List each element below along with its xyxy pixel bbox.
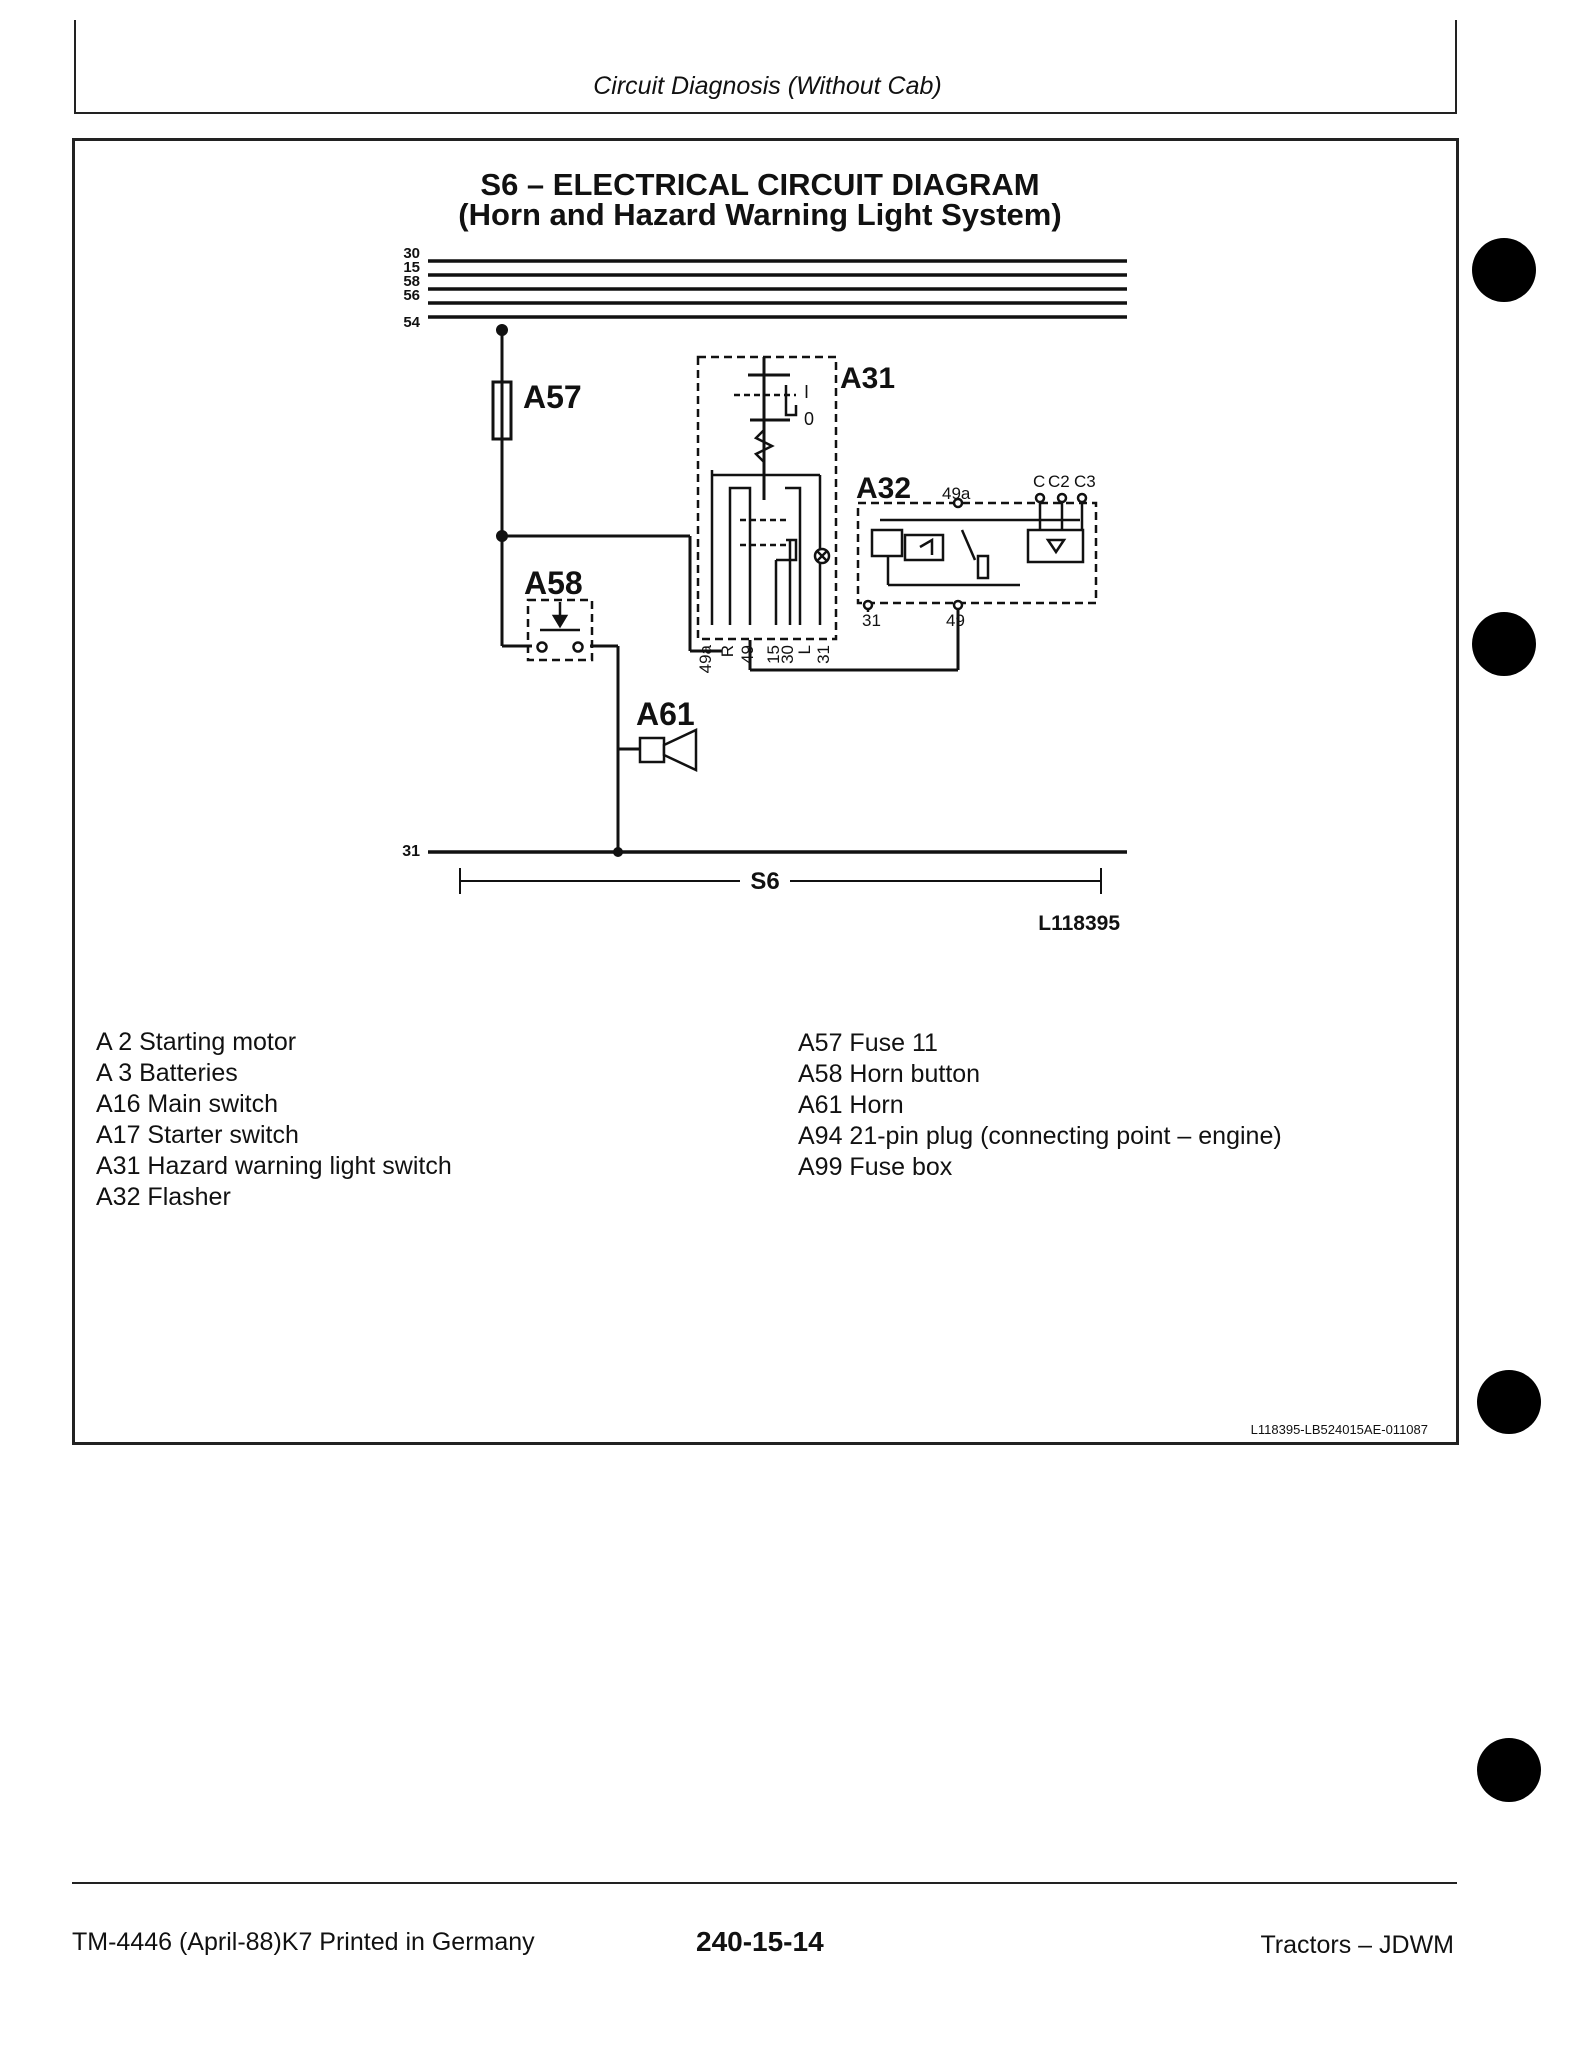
a32-terminal-31: 31 [862,611,881,630]
footer-publication: TM-4446 (April-88)K7 Printed in Germany [72,1928,535,1956]
legend-item: A94 21-pin plug (connecting point – engi… [798,1122,1282,1150]
label-a32: A32 [856,472,911,505]
header-box: Circuit Diagnosis (Without Cab) [74,20,1457,114]
punch-hole [1477,1370,1541,1434]
a31-a32-wiring [748,600,960,672]
legend-item: A61 Horn [798,1091,904,1119]
legend-item: A17 Starter switch [96,1121,299,1149]
page-header-title: Circuit Diagnosis (Without Cab) [593,72,942,100]
ground-bus [428,847,1127,857]
s6-label: S6 [750,868,779,895]
diagram-frame [72,138,1459,1445]
legend-item: A31 Hazard warning light switch [96,1152,452,1180]
legend-item: A16 Main switch [96,1090,279,1118]
diagram-title-line2: (Horn and Hazard Warning Light System) [458,197,1062,232]
a32-terminal-c3: C3 [1074,472,1096,491]
legend-item: A99 Fuse box [798,1153,953,1181]
label-a61: A61 [636,696,695,732]
a32-terminal-c2: C2 [1048,472,1070,491]
diagram-title-line1: S6 – ELECTRICAL CIRCUIT DIAGRAM [480,167,1040,202]
bus-bars [428,259,1127,319]
s6-dimension [459,868,1102,894]
a31-pos-on: I [804,382,809,402]
legend-item: A 3 Batteries [96,1059,238,1087]
label-a58: A58 [524,565,583,601]
legend-left: A 2 Starting motor A 3 Batteries A16 Mai… [96,1027,452,1213]
figure-id: L118395 [1038,912,1120,935]
label-a31: A31 [840,362,895,395]
punch-hole [1472,238,1536,302]
label-a57: A57 [523,379,582,415]
footer-rule [72,1882,1457,1884]
document-id: L118395-LB524015AE-011087 [1250,1422,1428,1437]
bus-label-56: 56 [403,287,420,304]
bus-label-58: 58 [403,273,420,290]
a32-terminal-c: C [1033,472,1045,491]
a31-pos-off: 0 [804,409,814,429]
fuse-branch [491,324,722,653]
legend-item: A 2 Starting motor [96,1028,297,1056]
legend-item: A58 Horn button [798,1060,981,1088]
footer-product: Tractors – JDWM [1260,1931,1454,1959]
horn-a61-symbol [638,728,698,772]
a31-terminal-49: 49 [738,645,757,664]
bus-labels: 30 15 58 56 54 [403,245,420,331]
a31-terminal-r: R [718,645,737,657]
footer-page-number: 240-15-14 [696,1926,824,1957]
legend-item: A32 Flasher [96,1183,231,1211]
a32-terminal-labels: 49a C C2 C3 31 49 [862,472,1096,630]
punch-hole [1472,612,1536,676]
horn-wiring [590,644,640,852]
ground-label-31: 31 [402,843,420,860]
legend-item: A57 Fuse 11 [798,1029,938,1057]
punch-hole [1477,1738,1541,1802]
bus-label-54: 54 [403,314,420,331]
legend-right: A57 Fuse 11 A58 Horn button A61 Horn A94… [798,1028,1282,1183]
horn-button-a58 [526,598,594,662]
flasher-a32 [856,492,1098,612]
a32-terminal-49a: 49a [942,484,971,503]
a31-terminal-labels: 49a R 49 15 30 L 31 [696,644,833,673]
a31-terminal-l: L [795,645,814,654]
a31-terminal-49a: 49a [696,644,715,673]
a31-terminal-31: 31 [814,645,833,664]
bus-label-15: 15 [403,259,420,276]
a31-terminal-30: 30 [778,645,797,664]
a32-terminal-49: 49 [946,611,965,630]
hazard-switch-a31 [696,355,838,641]
a31-terminal-15: 15 [764,645,783,664]
diagram-title: S6 – ELECTRICAL CIRCUIT DIAGRAM (Horn an… [300,167,1220,232]
bus-label-30: 30 [403,245,420,262]
